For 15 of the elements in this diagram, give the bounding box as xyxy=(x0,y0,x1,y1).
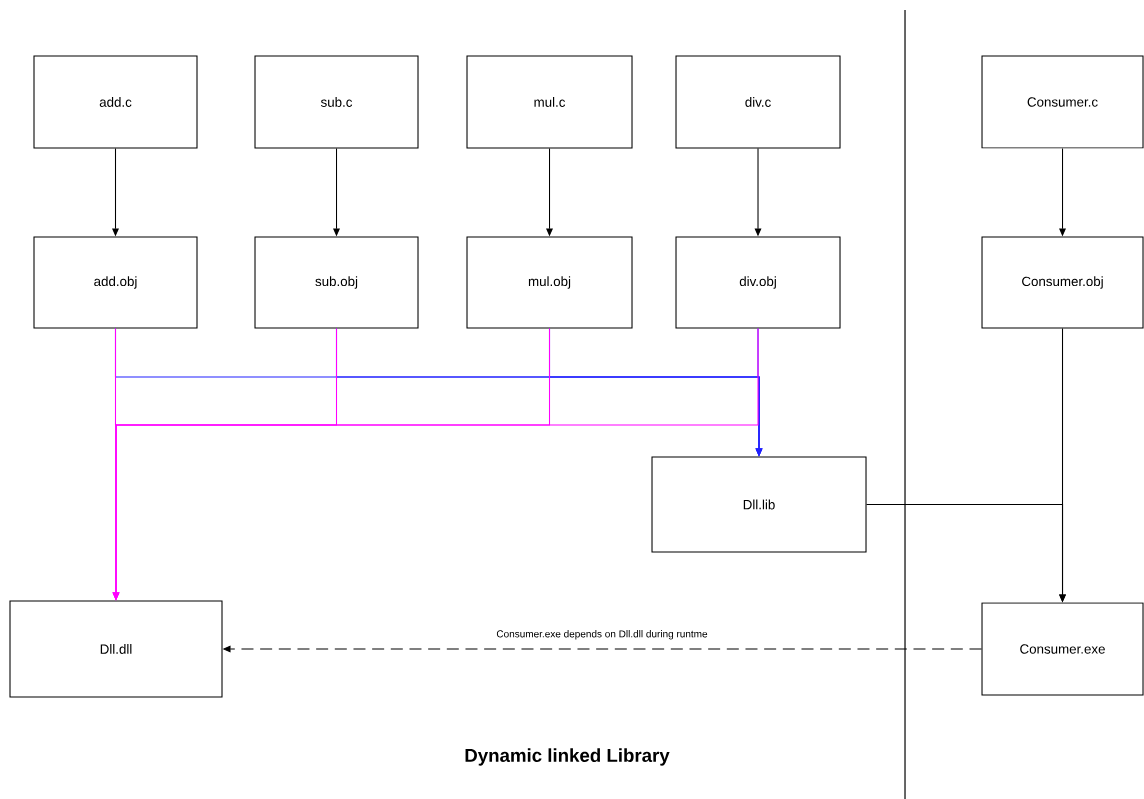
process-box: Dll.dll xyxy=(9,600,223,698)
caption: Dynamic linked Library xyxy=(465,748,670,766)
process-box: div.obj xyxy=(675,236,841,329)
edge-label: Consumer.exe depends on Dll.dll during runtme xyxy=(495,628,709,641)
process-box: mul.c xyxy=(466,55,633,149)
process-box: Dll.lib xyxy=(651,456,867,553)
process-box: Consumer.c xyxy=(981,55,1144,149)
process-box: sub.obj xyxy=(254,236,419,329)
process-box: add.obj xyxy=(33,236,198,329)
process-box: div.c xyxy=(675,55,841,149)
process-box: sub.c xyxy=(254,55,419,149)
process-box: Consumer.obj xyxy=(981,236,1144,329)
process-box: add.c xyxy=(33,55,198,149)
process-box: Consumer.exe xyxy=(981,602,1144,696)
process-box: mul.obj xyxy=(466,236,633,329)
